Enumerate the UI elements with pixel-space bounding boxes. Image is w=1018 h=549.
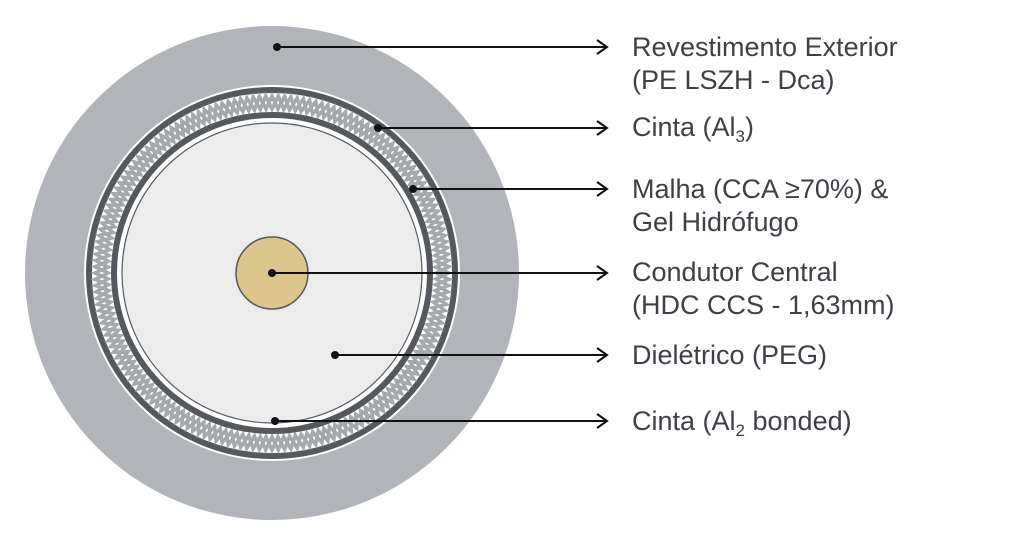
label-outer-tape: Cinta (Al3) bbox=[632, 111, 754, 146]
label-line: Malha (CCA ≥70%) & bbox=[632, 174, 889, 204]
label-conductor: Condutor Central (HDC CCS - 1,63mm) bbox=[632, 256, 895, 322]
label-line: Gel Hidrófugo bbox=[632, 207, 799, 237]
label-text: Dielétrico (PEG) bbox=[632, 340, 828, 370]
label-subscript: 2 bbox=[735, 421, 745, 440]
label-text: ) bbox=[745, 112, 754, 142]
braid-strand bbox=[90, 91, 453, 455]
label-dielectric: Dielétrico (PEG) bbox=[632, 339, 827, 372]
braid-layer bbox=[90, 91, 454, 455]
label-line: Revestimento Exterior bbox=[632, 32, 898, 62]
label-line: (HDC CCS - 1,63mm) bbox=[632, 290, 895, 320]
label-line: (PE LSZH - Dca) bbox=[632, 65, 835, 95]
label-outer-jacket: Revestimento Exterior (PE LSZH - Dca) bbox=[632, 31, 898, 97]
leader-dots bbox=[268, 43, 417, 425]
label-text: bonded) bbox=[745, 406, 852, 436]
label-line: Condutor Central bbox=[632, 257, 838, 287]
leader-lines bbox=[272, 39, 609, 429]
label-subscript: 3 bbox=[735, 127, 745, 146]
label-inner-tape: Cinta (Al2 bonded) bbox=[632, 405, 852, 440]
label-text: Cinta (Al bbox=[632, 406, 736, 436]
braid-strand bbox=[90, 91, 454, 455]
label-braid: Malha (CCA ≥70%) & Gel Hidrófugo bbox=[632, 173, 888, 239]
label-text: Cinta (Al bbox=[632, 112, 736, 142]
